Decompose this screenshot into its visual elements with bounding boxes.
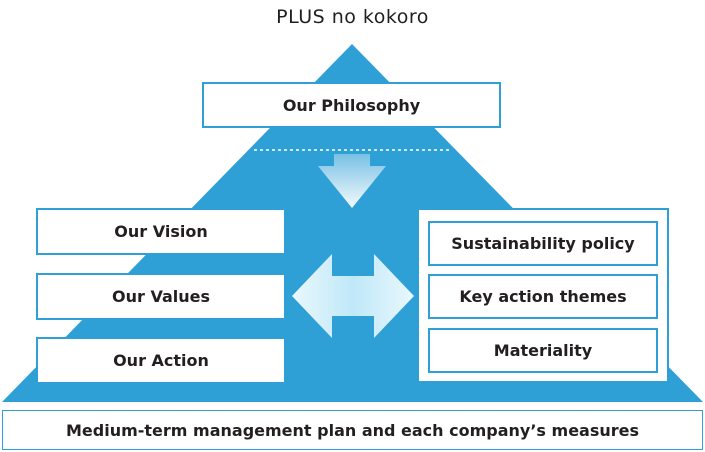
page-title: PLUS no kokoro xyxy=(276,6,429,28)
philosophy-box: Our Philosophy xyxy=(202,82,501,128)
vision-label: Our Vision xyxy=(114,222,208,241)
philosophy-label: Our Philosophy xyxy=(282,95,421,115)
values-box: Our Values xyxy=(36,273,286,320)
sustainability-policy-label: Sustainability policy xyxy=(451,234,635,253)
management-plan-bar: Medium-term management plan and each com… xyxy=(2,410,703,450)
key-action-themes-box: Key action themes xyxy=(428,274,658,319)
vision-box: Our Vision xyxy=(36,208,286,255)
materiality-box: Materiality xyxy=(428,328,658,373)
action-label: Our Action xyxy=(113,351,209,370)
management-plan-label: Medium-term management plan and each com… xyxy=(65,420,640,440)
double-arrow-icon xyxy=(292,254,414,338)
sustainability-policy-box: Sustainability policy xyxy=(428,221,658,266)
down-arrow-icon xyxy=(318,154,386,208)
values-label: Our Values xyxy=(111,287,210,306)
materiality-label: Materiality xyxy=(493,341,593,360)
action-box: Our Action xyxy=(36,337,286,384)
key-action-themes-label: Key action themes xyxy=(459,287,627,306)
